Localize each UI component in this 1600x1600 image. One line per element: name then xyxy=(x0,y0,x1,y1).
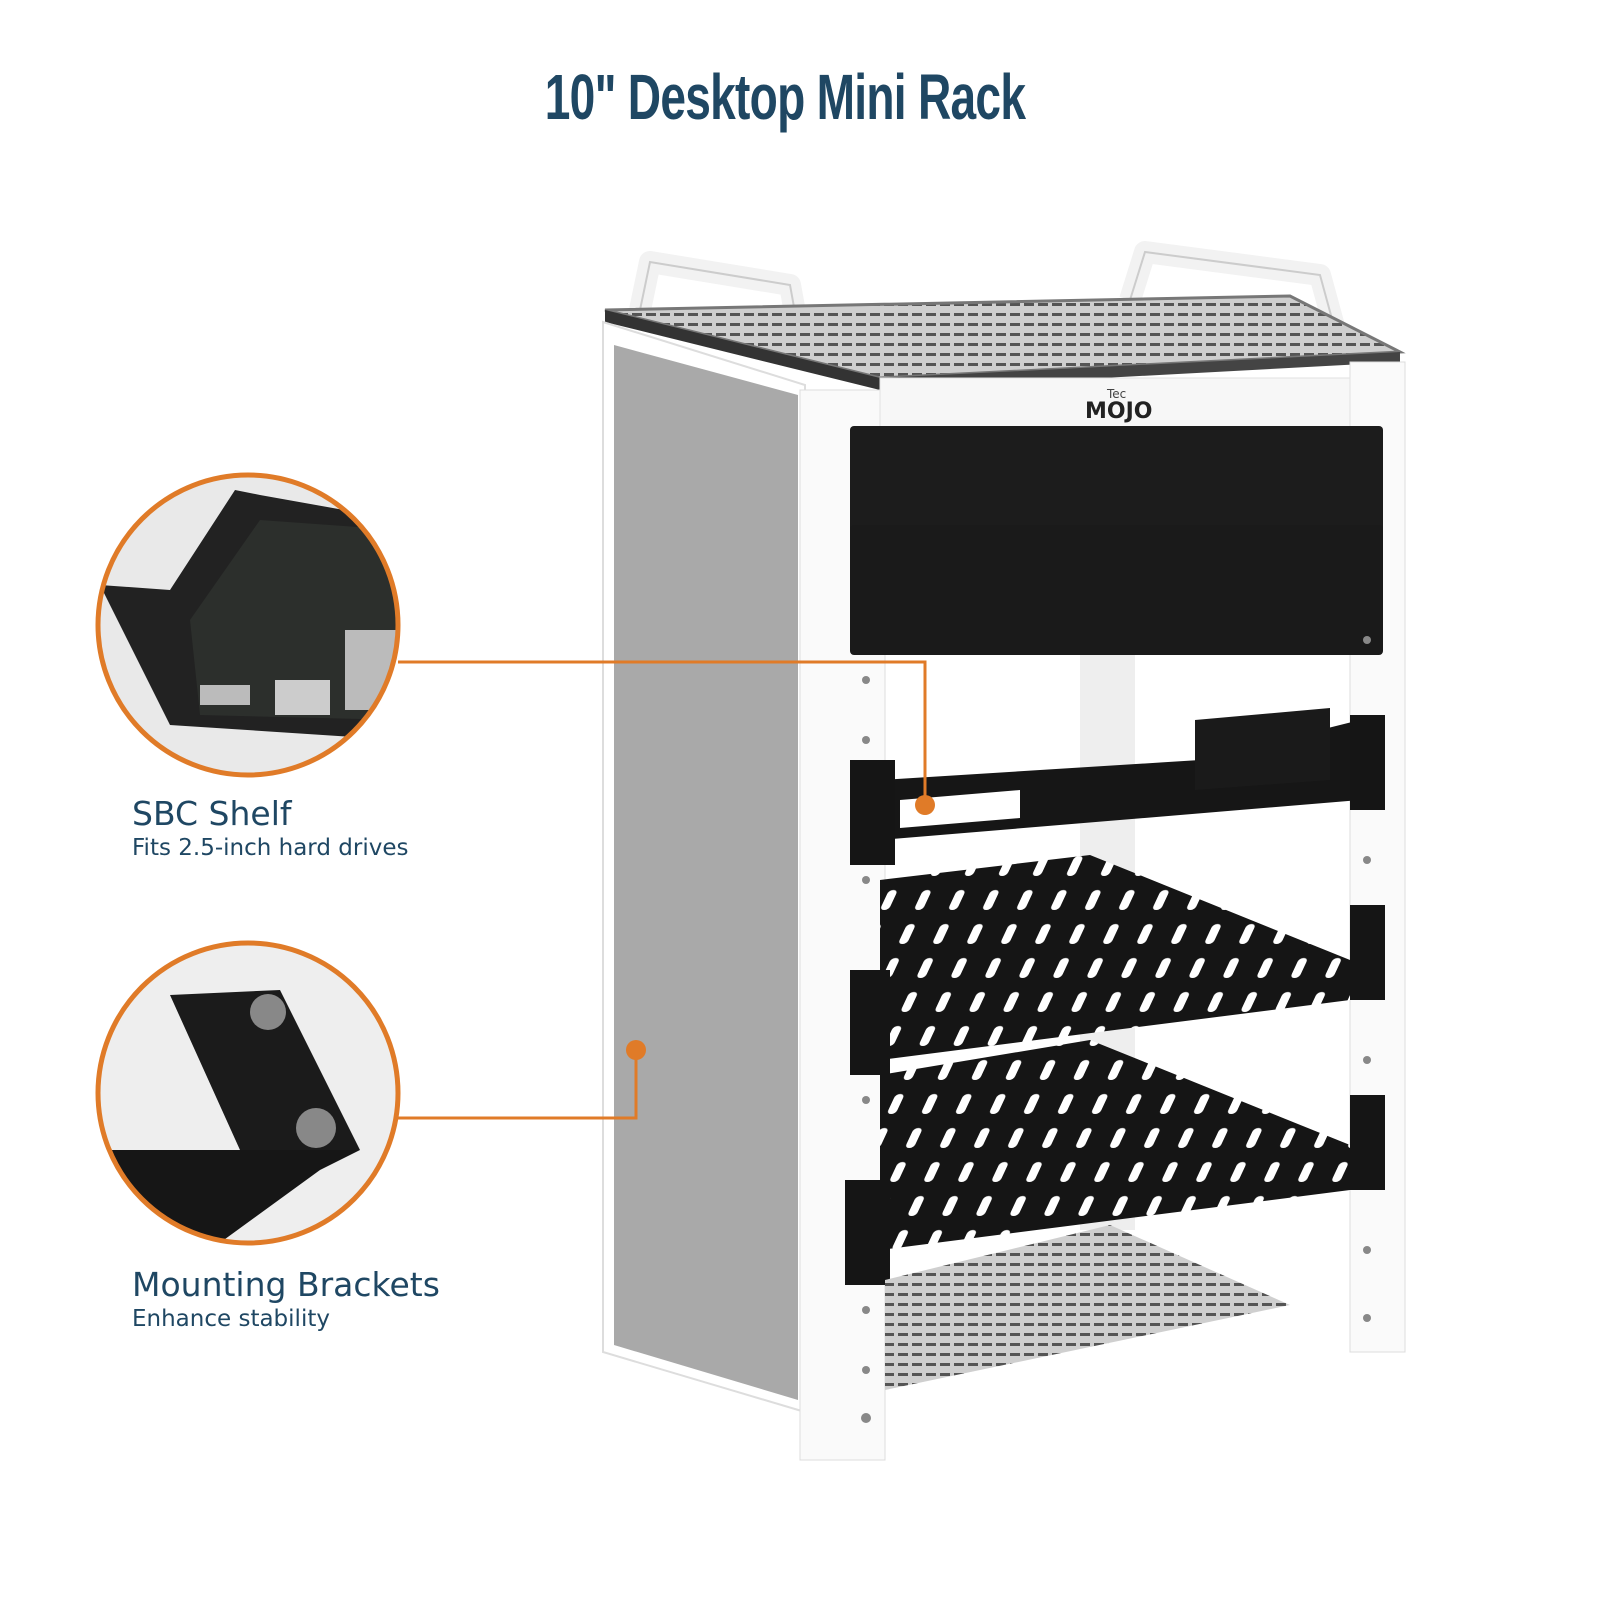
blank-panel xyxy=(850,525,1383,655)
svg-text:MOJO: MOJO xyxy=(1085,399,1152,424)
blank-panel xyxy=(850,426,1383,544)
feature-heading: SBC Shelf xyxy=(132,794,292,833)
vented-shelf xyxy=(850,855,1385,1075)
closeup-ring xyxy=(95,472,401,778)
feature-subtitle: Enhance stability xyxy=(132,1306,330,1332)
feature-mounting-brackets: Mounting Brackets Enhance stability xyxy=(132,1266,440,1334)
sbc-shelf-closeup-icon xyxy=(100,477,396,773)
handle-icon xyxy=(1119,241,1346,333)
sbc-shelf xyxy=(850,708,1385,865)
callout-dot xyxy=(626,1040,646,1060)
feature-sbc-shelf: SBC Shelf Fits 2.5-inch hard drives xyxy=(132,795,408,863)
page-title: 10" Desktop Mini Rack xyxy=(544,61,1026,133)
closeup-ring xyxy=(95,940,401,1246)
glass-side-panel xyxy=(614,345,798,1400)
callout-line xyxy=(398,1050,638,1120)
callout-dot xyxy=(915,795,935,815)
brand-logo: Tec MOJO xyxy=(1085,387,1152,424)
callout-line xyxy=(398,660,927,805)
feature-heading: Mounting Brackets xyxy=(132,1265,440,1304)
post-mounting-holes xyxy=(861,636,1371,1423)
top-plate-edge xyxy=(605,310,880,390)
rack: Tec MOJO xyxy=(602,241,1406,1461)
bottom-shelf xyxy=(885,1225,1290,1390)
vented-shelf xyxy=(845,1040,1385,1285)
feature-subtitle: Fits 2.5-inch hard drives xyxy=(132,835,409,861)
svg-text:Tec: Tec xyxy=(1106,387,1126,401)
